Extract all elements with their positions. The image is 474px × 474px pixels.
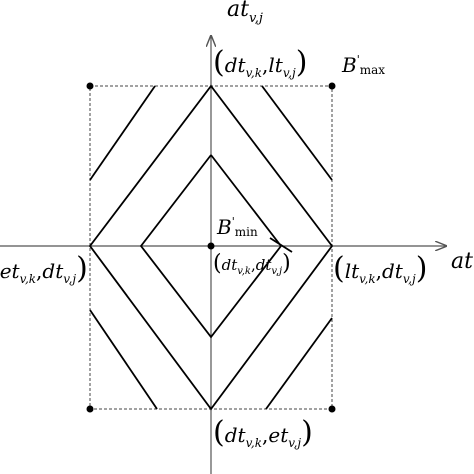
left-point-label: (etv,k,dtv,j)	[0, 251, 88, 286]
diagonal-bottom-left	[89, 309, 158, 410]
x-axis-label: at	[451, 249, 473, 274]
bottom-point-label: (dtv,k,etv,j)	[213, 415, 313, 450]
b-max-label: B'max	[341, 53, 385, 77]
inner-diamond	[139, 154, 282, 339]
diagonal-top-left	[89, 85, 156, 181]
corner-dot-bottom-right	[328, 405, 336, 413]
outer-diamond	[88, 84, 334, 411]
corner-dot-bottom-left	[86, 405, 94, 413]
right-point-label: (ltv,k,dtv,j)	[333, 251, 427, 286]
center-segment	[269, 237, 293, 253]
diagonal-top-right	[261, 85, 333, 181]
y-axis-label: atv,j	[227, 0, 263, 26]
corner-dot-top-right	[328, 82, 336, 90]
center-dot	[207, 242, 215, 250]
center-point-label: (dtv,k,dtv,j)	[213, 251, 291, 277]
diagonal-bottom-right	[265, 317, 333, 410]
top-point-label: (dtv,k,ltv,j)	[213, 45, 307, 80]
corner-dot-top-left	[86, 82, 94, 90]
b-min-label: B'min	[216, 215, 258, 239]
